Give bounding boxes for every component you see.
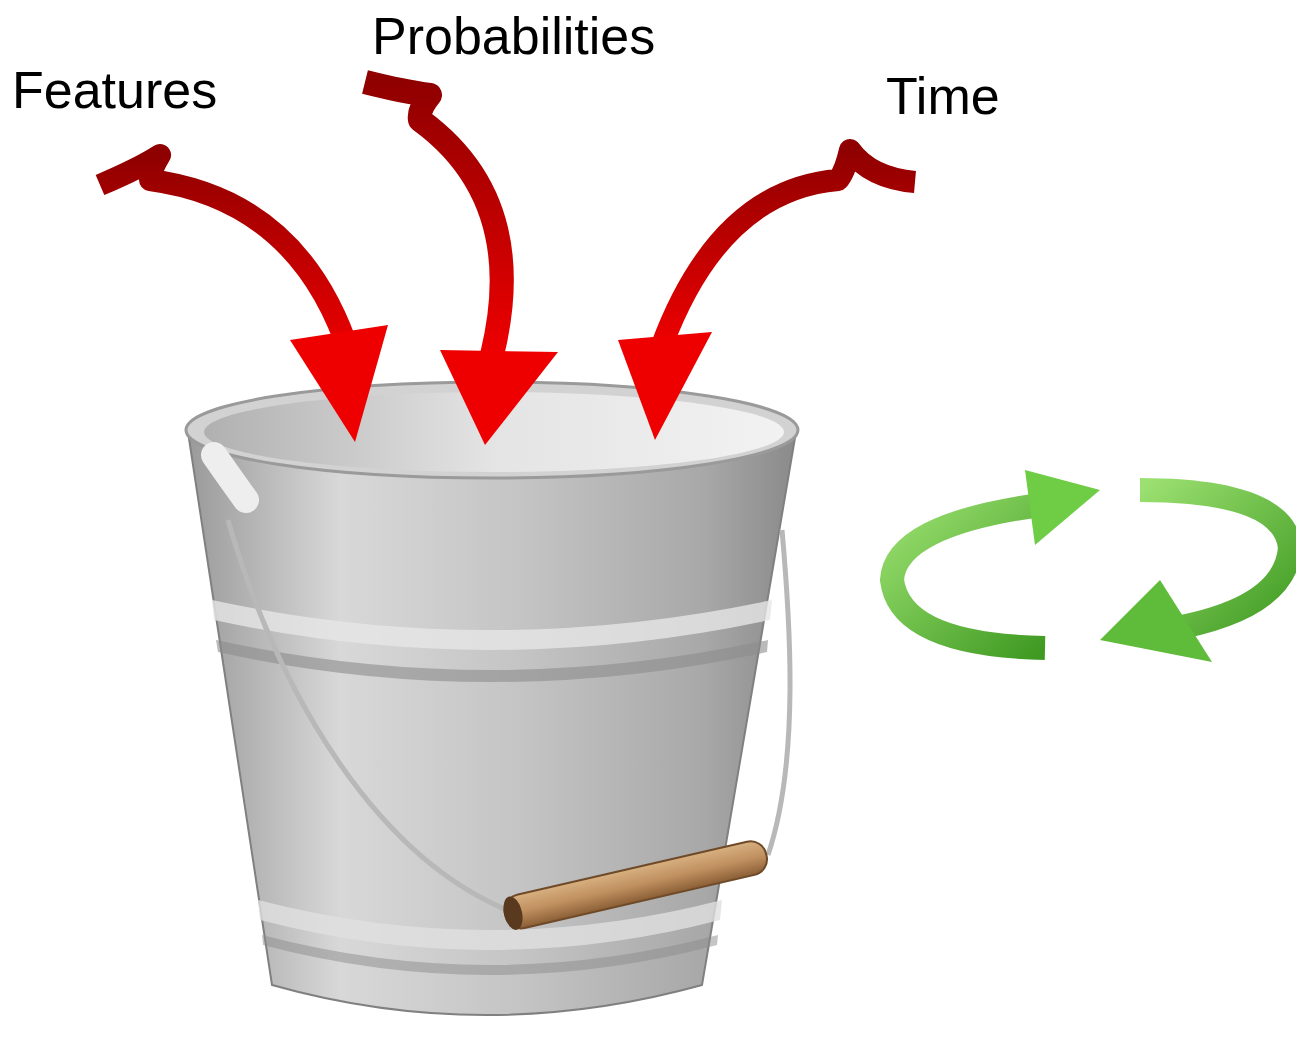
handle-wire bbox=[228, 520, 512, 912]
bucket-band bbox=[212, 600, 772, 650]
arrow-label: Probabilities bbox=[372, 10, 655, 62]
bucket-body bbox=[188, 432, 796, 1015]
grip-wood bbox=[501, 838, 770, 931]
arrow-label: Features bbox=[12, 64, 217, 116]
handle-wire bbox=[768, 530, 790, 855]
cycle-arrowhead bbox=[1100, 580, 1212, 662]
bucket bbox=[186, 382, 798, 1015]
red-arrowhead bbox=[290, 325, 388, 442]
handle-ear bbox=[214, 455, 246, 500]
red-arrow-shaft bbox=[100, 155, 350, 355]
bucket-band bbox=[216, 640, 768, 682]
bucket-band bbox=[262, 935, 718, 975]
cycle-arc bbox=[892, 505, 1045, 648]
red-arrows bbox=[100, 82, 915, 445]
handle-grip bbox=[500, 838, 770, 932]
grip-end bbox=[500, 895, 525, 932]
bucket-band bbox=[258, 900, 722, 950]
cycle-arrowhead bbox=[1025, 470, 1100, 545]
red-arrowhead bbox=[618, 332, 712, 440]
arrow-label: Time bbox=[886, 70, 1000, 122]
red-arrow-shaft bbox=[365, 82, 502, 355]
red-arrow-shaft bbox=[662, 150, 915, 345]
cycle-arrows bbox=[892, 470, 1290, 662]
red-arrowhead bbox=[440, 350, 558, 445]
